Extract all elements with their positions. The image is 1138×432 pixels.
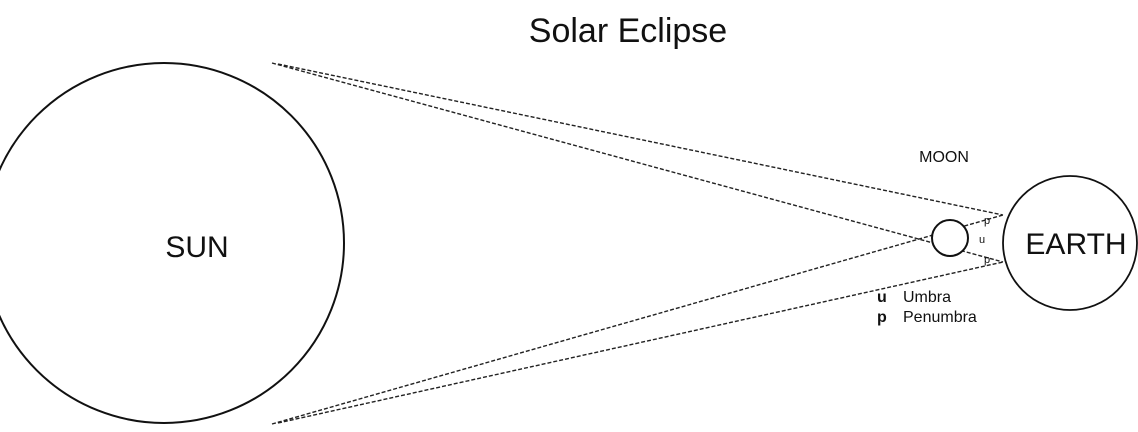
- legend-label-umbra: Umbra: [903, 289, 951, 306]
- ray-outer-bottom: [272, 215, 1003, 424]
- ray-inner-top: [278, 64, 1003, 215]
- legend-key-penumbra: p: [877, 309, 887, 326]
- penumbra-lower-marker: p: [984, 254, 990, 266]
- diagram-title: Solar Eclipse: [529, 12, 727, 50]
- legend-key-umbra: u: [877, 289, 887, 306]
- legend-label-penumbra: Penumbra: [903, 309, 977, 326]
- ray-outer-top: [272, 63, 1003, 262]
- moon-circle: [932, 220, 968, 256]
- sun-label: SUN: [165, 231, 228, 264]
- earth-label: EARTH: [1025, 228, 1126, 261]
- ray-inner-bottom: [278, 262, 1003, 423]
- umbra-marker: u: [979, 234, 985, 246]
- light-rays: [272, 63, 1003, 424]
- penumbra-upper-marker: p: [984, 215, 990, 227]
- moon-label: MOON: [919, 149, 969, 166]
- legend: u Umbra p Penumbra: [877, 289, 977, 326]
